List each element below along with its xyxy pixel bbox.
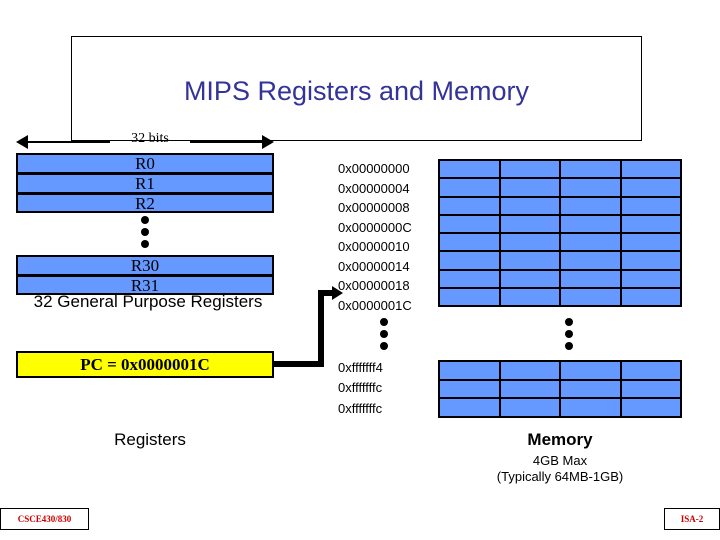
memory-cell: [500, 197, 561, 216]
memory-cell: [561, 197, 622, 216]
memory-address: 0x00000014: [338, 258, 410, 274]
page-title: MIPS Registers and Memory: [183, 76, 530, 106]
memory-cell: [440, 179, 501, 198]
memory-address: 0x00000008: [338, 200, 410, 215]
register-row: R0: [16, 153, 274, 173]
memory-address: 0x00000000: [338, 161, 410, 176]
memory-address: 0x0000001C: [338, 297, 412, 313]
memory-grid-bottom: [438, 360, 682, 418]
memory-cell: [621, 161, 682, 180]
registers-ellipsis-icon: [141, 216, 149, 252]
gpr-caption: 32 General Purpose Registers: [33, 292, 263, 311]
memory-address: 0xfffffffc: [338, 379, 383, 395]
memory-cell: [621, 215, 682, 234]
memory-cell: [561, 234, 622, 253]
register-row: R31: [16, 275, 274, 295]
register-file: R0 R1 R2 R30 R31: [16, 153, 274, 295]
memory-cell: [500, 234, 561, 253]
memory-cell: [500, 380, 561, 400]
memory-cell: [621, 179, 682, 198]
memory-cell: [561, 288, 622, 307]
memory-address-ellipsis-icon: [380, 318, 388, 354]
pc-connector-horizontal-1: [274, 361, 324, 367]
memory-cell: [621, 399, 682, 418]
memory-cell: [500, 270, 561, 289]
registers-section-label: Registers: [114, 430, 186, 449]
footer-course-label: CSCE430/830: [0, 508, 89, 530]
memory-cell: [561, 399, 622, 418]
arrow-head-left-icon: [16, 135, 28, 149]
memory-cell: [440, 252, 501, 271]
memory-cell: [621, 380, 682, 400]
program-counter-box: PC = 0x0000001C: [16, 351, 274, 378]
pc-connector-horizontal-2: [318, 290, 336, 296]
memory-address: 0x00000010: [338, 239, 410, 254]
memory-cell: [440, 380, 501, 400]
memory-cell: [561, 362, 622, 381]
memory-address-list-last: 0xfffffffc: [338, 399, 382, 419]
register-row: R2: [16, 193, 274, 213]
memory-cell: [500, 362, 561, 381]
pc-connector-arrow-icon: [332, 286, 343, 300]
arrow-head-right-icon: [262, 135, 274, 149]
memory-address-list-bottom: 0xfffffff4 0xfffffffc: [338, 358, 383, 397]
memory-grid-ellipsis-icon: [565, 318, 573, 354]
pc-connector-vertical: [318, 290, 324, 367]
memory-cell: [561, 252, 622, 271]
title-box: [71, 36, 642, 141]
memory-address: 0xfffffffc: [338, 401, 383, 416]
memory-cell: [440, 234, 501, 253]
memory-size-note: 4GB Max (Typically 64MB-1GB): [455, 453, 665, 485]
memory-cell: [500, 215, 561, 234]
memory-cell: [561, 179, 622, 198]
memory-cell: [500, 252, 561, 271]
memory-cell: [440, 215, 501, 234]
memory-cell: [561, 215, 622, 234]
memory-section-label: Memory: [527, 430, 593, 449]
memory-cell: [440, 197, 501, 216]
arrow-line-right: [190, 141, 262, 143]
memory-size-line2: (Typically 64MB-1GB): [496, 469, 624, 484]
memory-cell: [440, 288, 501, 307]
memory-cell: [440, 362, 501, 381]
memory-size-line1: 4GB Max: [532, 453, 588, 468]
memory-cell: [621, 197, 682, 216]
memory-grid-top: [438, 159, 682, 307]
memory-cell: [561, 270, 622, 289]
arrow-line-left: [27, 141, 110, 143]
memory-address: 0x0000000C: [338, 219, 412, 235]
memory-address: 0x00000018: [338, 278, 410, 293]
memory-address-list-top: 0x00000000 0x00000004 0x00000008 0x00000…: [338, 159, 412, 315]
memory-cell: [621, 234, 682, 253]
memory-cell: [440, 161, 501, 180]
memory-address: 0xfffffff4: [338, 360, 383, 375]
memory-cell: [500, 399, 561, 418]
memory-cell: [561, 161, 622, 180]
memory-cell: [500, 179, 561, 198]
memory-cell: [621, 362, 682, 381]
bit-width-label: 32 bits: [131, 131, 169, 146]
memory-cell: [500, 161, 561, 180]
memory-cell: [440, 399, 501, 418]
memory-cell: [621, 252, 682, 271]
register-row: R1: [16, 173, 274, 193]
memory-cell: [621, 288, 682, 307]
memory-address: 0x00000004: [338, 180, 410, 196]
memory-cell: [440, 270, 501, 289]
memory-cell: [500, 288, 561, 307]
memory-cell: [561, 380, 622, 400]
register-row: R30: [16, 255, 274, 275]
footer-slide-label: ISA-2: [664, 508, 720, 530]
memory-cell: [621, 270, 682, 289]
